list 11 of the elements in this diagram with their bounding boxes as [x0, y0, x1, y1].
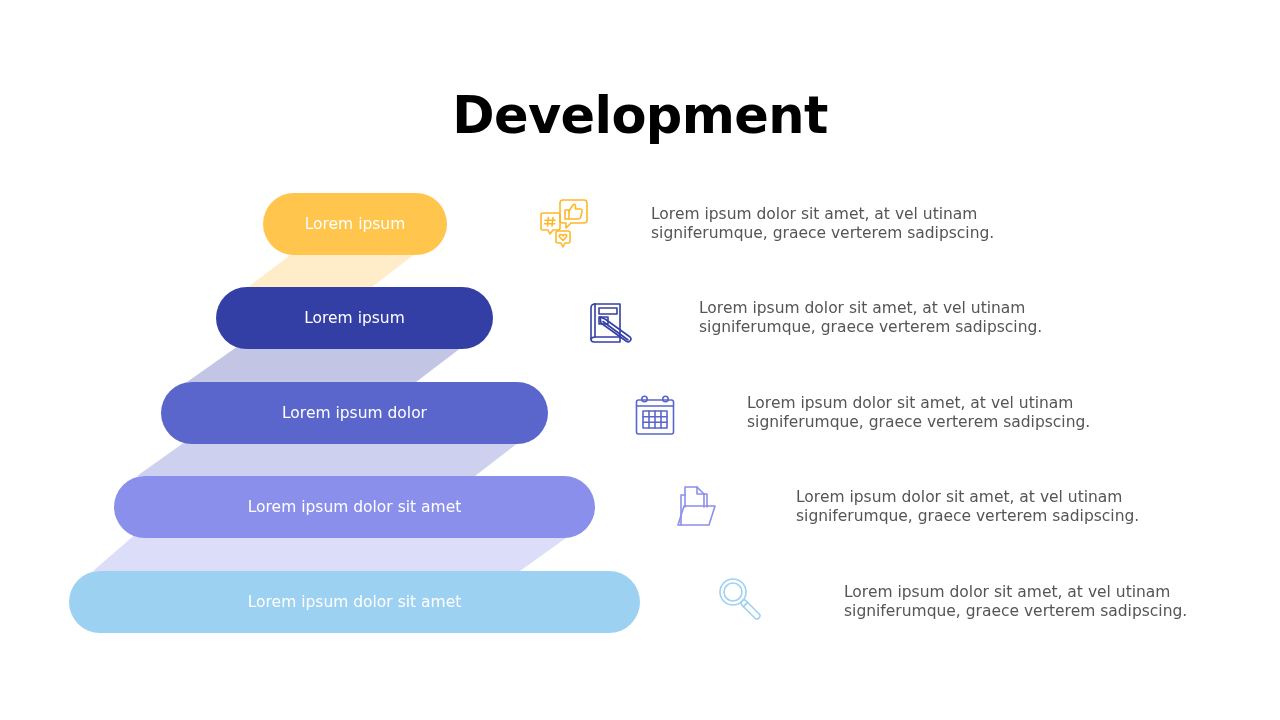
description-text: Lorem ipsum dolor sit amet, at vel utinam signiferumque, graece verterem sadipscing. [844, 583, 1189, 621]
description-text: Lorem ipsum dolor sit amet, at vel utinam signiferumque, graece verterem sadipscing. [747, 394, 1092, 432]
level-label: Lorem ipsum dolor [282, 403, 427, 423]
description-text: Lorem ipsum dolor sit amet, at vel utinam signiferumque, graece verterem sadipscing. [651, 205, 996, 243]
slide-title: Development [452, 86, 828, 145]
description-text: Lorem ipsum dolor sit amet, at vel utinam signiferumque, graece verterem sadipscing. [699, 299, 1044, 337]
description-text: Lorem ipsum dolor sit amet, at vel utinam signiferumque, graece verterem sadipscing. [796, 488, 1141, 526]
level-label: Lorem ipsum dolor sit amet [247, 592, 462, 612]
level-label: Lorem ipsum dolor sit amet [247, 497, 462, 517]
level-label: Lorem ipsum [304, 308, 405, 328]
level-label: Lorem ipsum [304, 214, 406, 234]
